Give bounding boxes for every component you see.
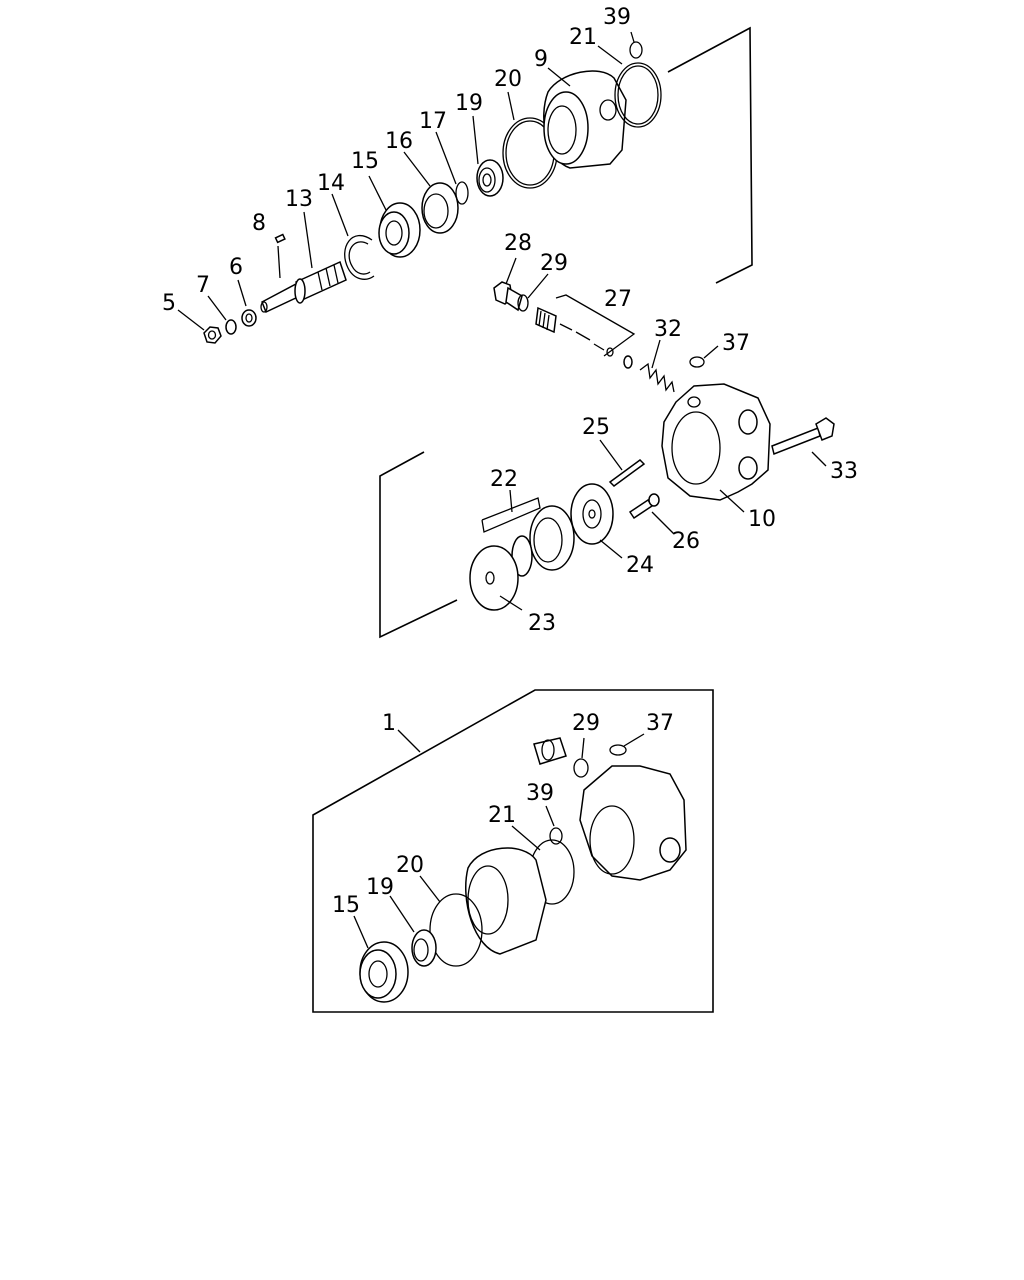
washer-part-6 xyxy=(241,309,257,327)
callout-37-assy: 37 xyxy=(646,711,674,736)
assy-o-ring-20 xyxy=(429,893,483,967)
assy-o-ring-37 xyxy=(609,744,627,756)
assy-o-ring-39 xyxy=(549,827,563,845)
callout-24: 24 xyxy=(626,553,654,578)
callout-33: 33 xyxy=(830,459,858,484)
callout-5: 5 xyxy=(162,291,176,316)
key-part-8 xyxy=(274,233,286,244)
assy-body xyxy=(579,765,687,881)
callout-23: 23 xyxy=(528,611,556,636)
washer-part-7 xyxy=(225,319,237,335)
body-part-10 xyxy=(661,383,771,501)
bolt-part-26 xyxy=(628,493,660,520)
assembly-box xyxy=(312,689,714,1013)
bearing-part-19 xyxy=(476,159,504,197)
assy-housing xyxy=(465,847,547,955)
assy-bearing-19 xyxy=(411,929,437,967)
group-frame-upper xyxy=(379,26,753,639)
nut-part-5 xyxy=(203,326,222,344)
callout-21: 21 xyxy=(569,25,597,50)
plate-part-24 xyxy=(570,483,614,545)
callout-17: 17 xyxy=(419,109,447,134)
callout-22: 22 xyxy=(490,467,518,492)
callout-15: 15 xyxy=(351,149,379,174)
callout-8: 8 xyxy=(252,211,266,236)
o-ring-part-29 xyxy=(517,294,529,312)
pin-part-25 xyxy=(608,459,646,487)
callout-10: 10 xyxy=(748,507,776,532)
callout-labels: 39 21 9 20 19 17 16 15 14 13 8 6 7 5 28 … xyxy=(162,5,858,918)
assy-bearing-15 xyxy=(359,941,409,1003)
callout-29-assy: 29 xyxy=(572,711,600,736)
callout-13: 13 xyxy=(285,187,313,212)
callout-32: 32 xyxy=(654,317,682,342)
snap-ring-part-14 xyxy=(344,234,375,280)
callout-39: 39 xyxy=(603,5,631,30)
callout-37: 37 xyxy=(722,331,750,356)
snap-ring-part-17 xyxy=(455,181,469,205)
callout-20-assy: 20 xyxy=(396,853,424,878)
spring-part-32 xyxy=(639,362,675,393)
callout-15-assy: 15 xyxy=(332,893,360,918)
assy-valve-plug xyxy=(533,737,567,765)
callout-19-assy: 19 xyxy=(366,875,394,900)
housing-part-9 xyxy=(543,70,627,169)
plate-part-23 xyxy=(469,545,519,611)
callout-14: 14 xyxy=(317,171,345,196)
callout-16: 16 xyxy=(385,129,413,154)
callout-28: 28 xyxy=(504,231,532,256)
bearing-part-15 xyxy=(378,202,421,258)
callout-29: 29 xyxy=(540,251,568,276)
assy-o-ring-29 xyxy=(573,758,589,778)
callout-20: 20 xyxy=(494,67,522,92)
callout-27: 27 xyxy=(604,287,632,312)
callout-19: 19 xyxy=(455,91,483,116)
callout-1: 1 xyxy=(382,711,396,736)
callout-7: 7 xyxy=(196,273,210,298)
seal-part-16 xyxy=(421,182,459,234)
callout-39-assy: 39 xyxy=(526,781,554,806)
bolt-part-33 xyxy=(771,417,835,456)
leader-lines xyxy=(177,31,827,949)
shaft-part-13 xyxy=(260,260,347,314)
valve-kit-part-27 xyxy=(535,294,636,369)
o-ring-part-37 xyxy=(689,356,705,368)
callout-26: 26 xyxy=(672,529,700,554)
o-ring-part-39 xyxy=(629,41,643,59)
o-ring-part-21 xyxy=(614,62,662,128)
callout-25: 25 xyxy=(582,415,610,440)
callout-21-assy: 21 xyxy=(488,803,516,828)
callout-9: 9 xyxy=(534,47,548,72)
callout-6: 6 xyxy=(229,255,243,280)
